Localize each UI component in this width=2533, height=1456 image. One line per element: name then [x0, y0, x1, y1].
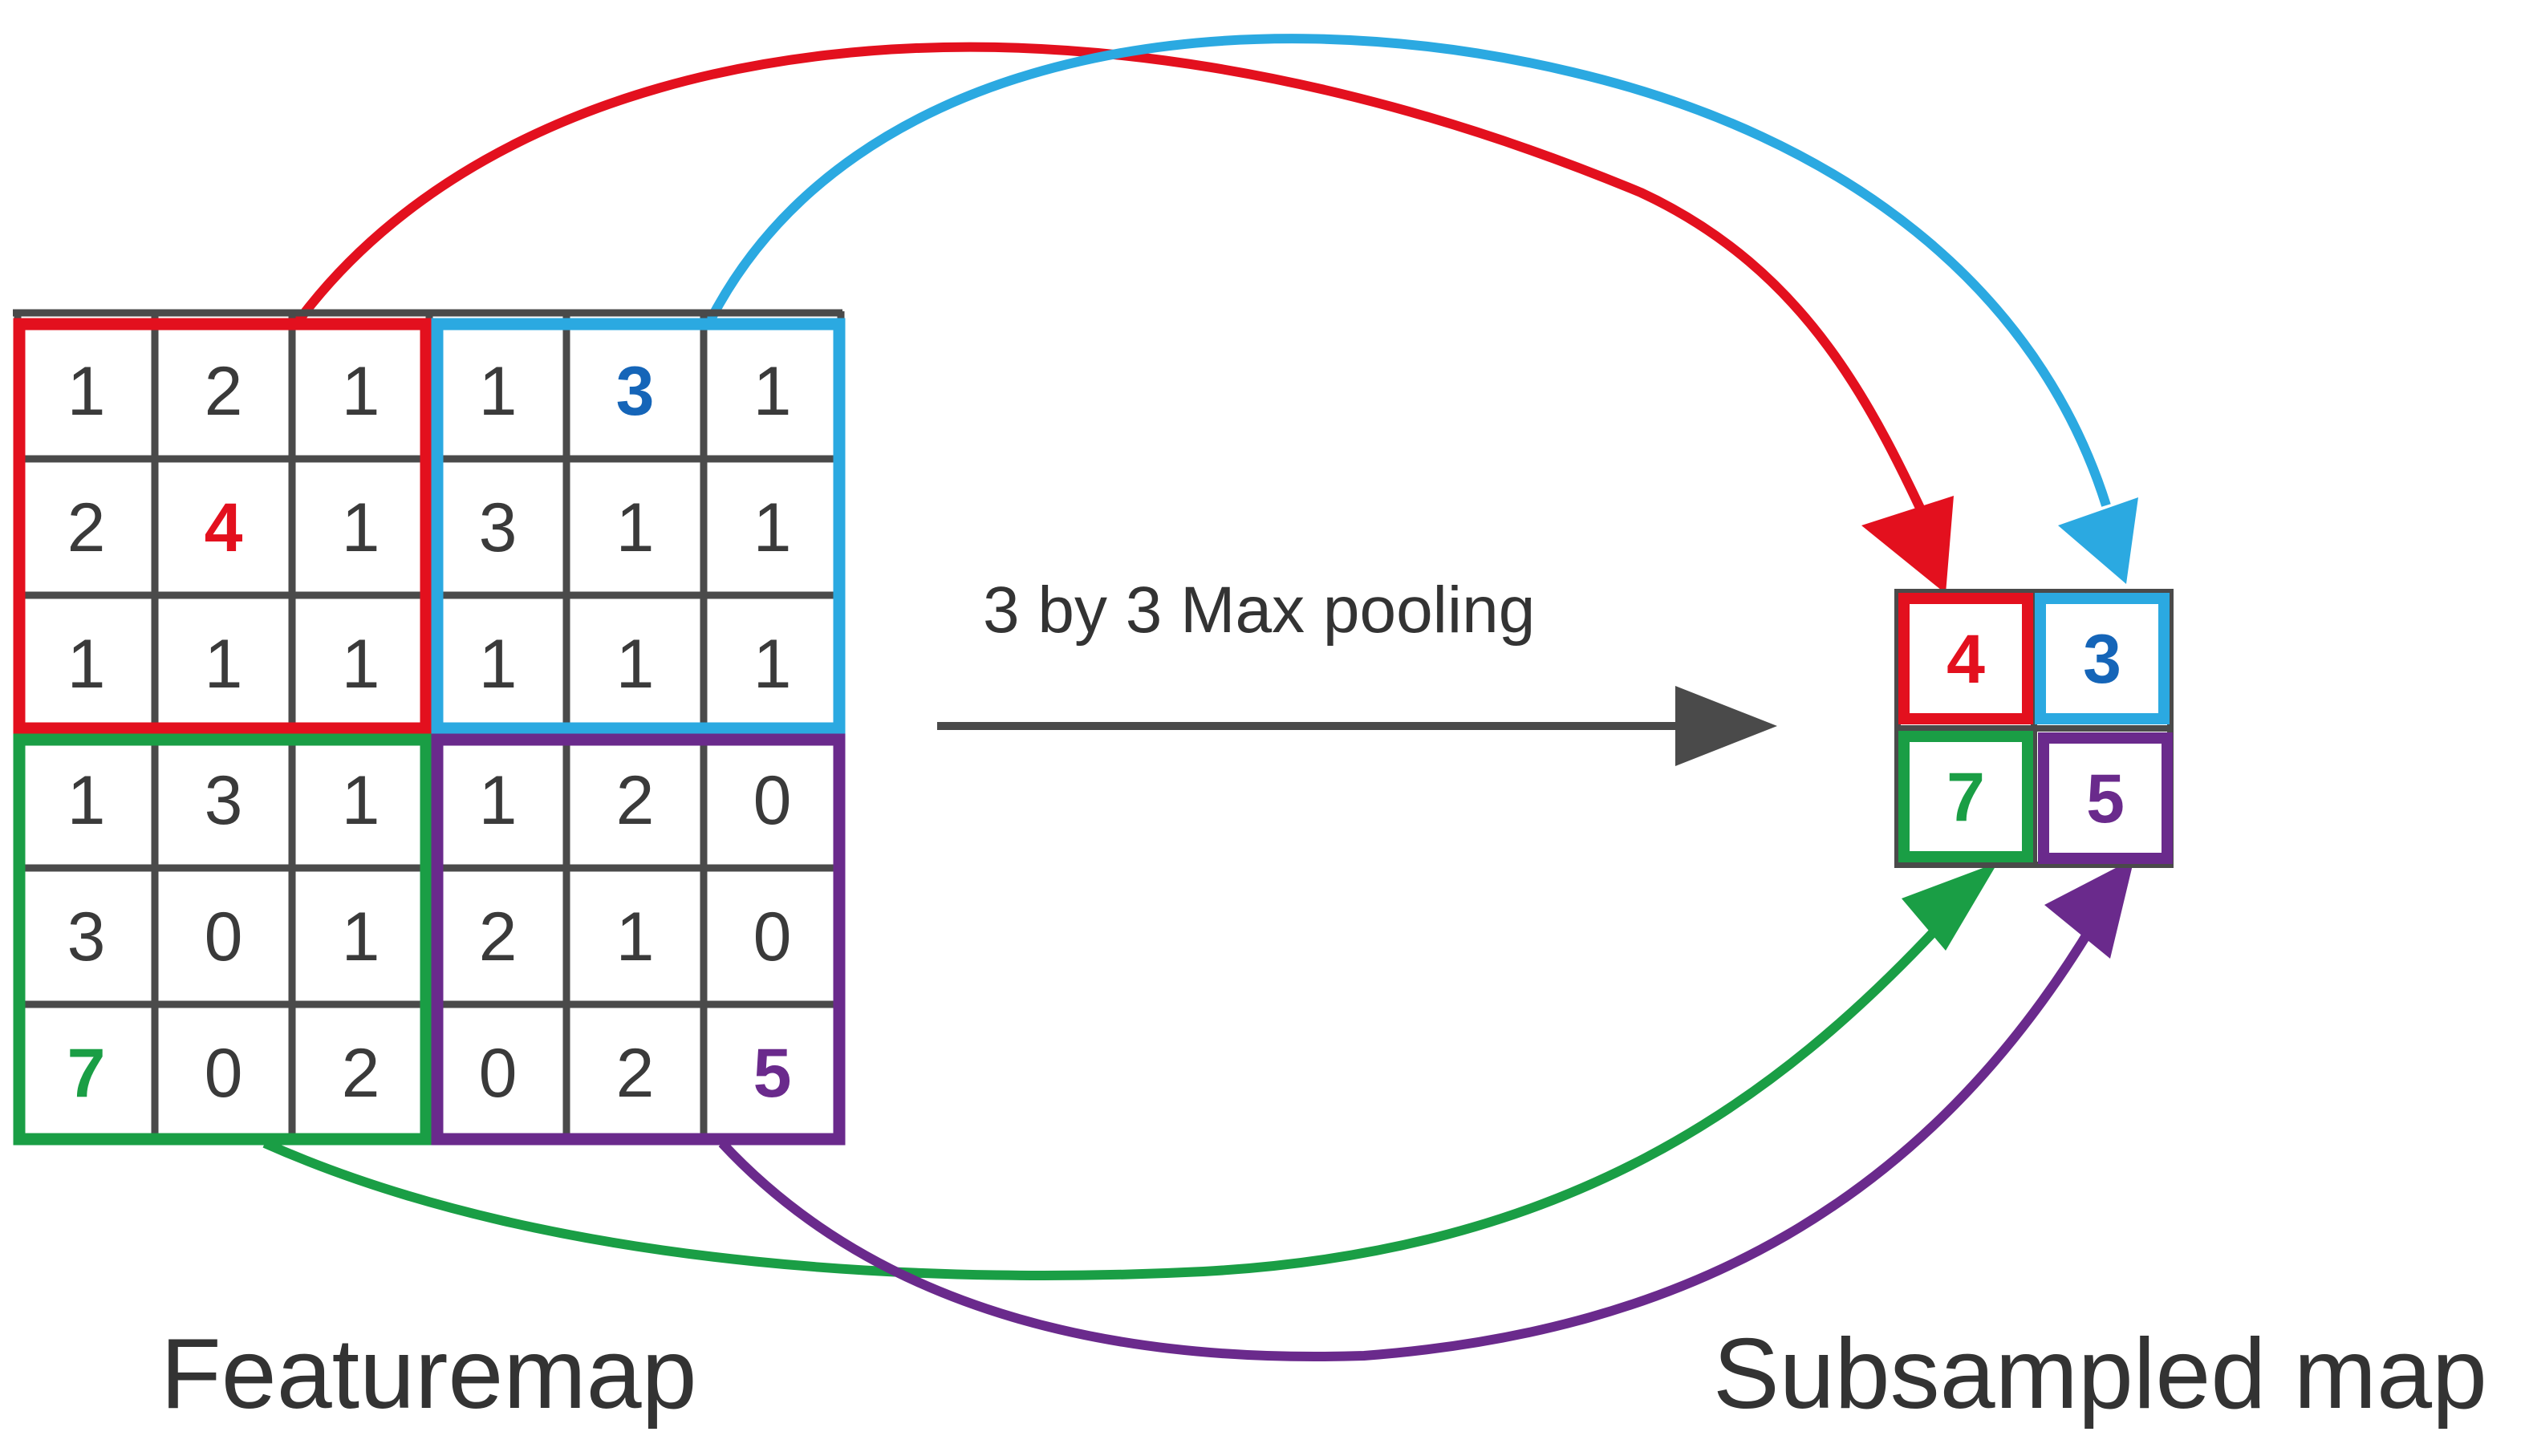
blue-connector — [705, 34, 2111, 507]
featuremap-cell-value: 1 — [67, 353, 106, 430]
featuremap-cell-value: 0 — [479, 1035, 518, 1112]
featuremap-cell-value: 1 — [342, 898, 380, 975]
featuremap-cell-value: 3 — [67, 898, 106, 975]
pooling-arrowhead — [1675, 686, 1777, 766]
featuremap-cell-value: 1 — [342, 626, 380, 703]
featuremap-cell-value: 2 — [616, 1035, 655, 1112]
green-connector — [262, 911, 1954, 1280]
featuremap-cell-value: 0 — [205, 1035, 243, 1112]
purple-arrowhead — [2044, 858, 2134, 959]
quadrant-red-border — [13, 318, 432, 735]
pooling-arrow — [937, 686, 1777, 766]
featuremap-cell-value: 2 — [342, 1035, 380, 1112]
featuremap-cell-value: 4 — [205, 489, 243, 566]
featuremap-cell-value: 1 — [342, 489, 380, 566]
featuremap-grid: 1 2 1 1 3 1 2 4 1 3 1 1 1 1 1 1 1 1 1 3 1 1 2 0 3 0 1 2 1 0 7 0 2 0 2 5 — [13, 309, 846, 1146]
blue-arrowhead — [2058, 497, 2138, 584]
featuremap-cell-value: 1 — [479, 353, 518, 430]
featuremap-cell-value: 0 — [753, 762, 792, 839]
featuremap-cell-value: 1 — [753, 626, 792, 703]
subsampled-cell-value: 4 — [1946, 621, 1985, 698]
operation-label: 3 by 3 Max pooling — [983, 574, 1535, 647]
subsampled-green-border — [1898, 731, 2033, 862]
featuremap-cell-value: 1 — [205, 626, 243, 703]
featuremap-cell-value: 1 — [479, 762, 518, 839]
connector-arrows — [262, 34, 2138, 1362]
featuremap-cell-value: 3 — [616, 353, 655, 430]
featuremap-cell-value: 1 — [67, 762, 106, 839]
featuremap-cell-value: 5 — [753, 1035, 792, 1112]
subsampled-cell-value: 7 — [1946, 759, 1985, 836]
featuremap-cell-value: 3 — [205, 762, 243, 839]
featuremap-cell-value: 2 — [205, 353, 243, 430]
featuremap-cell-value: 1 — [479, 626, 518, 703]
subsampled-grid: 4 3 7 5 — [1894, 589, 2174, 868]
red-connector — [294, 42, 1942, 548]
featuremap-cell-value: 0 — [753, 898, 792, 975]
subsampled-label: Subsampled map — [1713, 1319, 2487, 1430]
purple-connector — [718, 919, 2099, 1362]
subsampled-purple-border — [2038, 732, 2173, 864]
featuremap-cell-value: 1 — [67, 626, 106, 703]
featuremap-cell-value: 2 — [479, 898, 518, 975]
subsampled-red-border — [1898, 593, 2033, 724]
featuremap-cell-value: 2 — [616, 762, 655, 839]
green-arrowhead — [1902, 862, 1998, 951]
featuremap-cell-value: 2 — [67, 489, 106, 566]
featuremap-cell-value: 1 — [753, 489, 792, 566]
quadrant-blue-border — [431, 318, 846, 735]
subsampled-blue-border — [2035, 593, 2170, 724]
featuremap-cell-value: 1 — [616, 898, 655, 975]
quadrant-purple-border — [431, 733, 846, 1146]
featuremap-cell-value: 1 — [753, 353, 792, 430]
featuremap-cell-value: 7 — [67, 1035, 106, 1112]
subsampled-cell-value: 5 — [2086, 760, 2125, 838]
red-arrowhead — [1861, 496, 1954, 594]
featuremap-cell-value: 1 — [342, 762, 380, 839]
subsampled-cell-value: 3 — [2083, 621, 2121, 698]
featuremap-label: Featuremap — [160, 1319, 697, 1430]
quadrant-green-border — [13, 733, 432, 1146]
featuremap-cell-value: 1 — [616, 489, 655, 566]
featuremap-cell-value: 0 — [205, 898, 243, 975]
featuremap-cell-value: 1 — [342, 353, 380, 430]
featuremap-cell-value: 3 — [479, 489, 518, 566]
featuremap-cell-value: 1 — [616, 626, 655, 703]
